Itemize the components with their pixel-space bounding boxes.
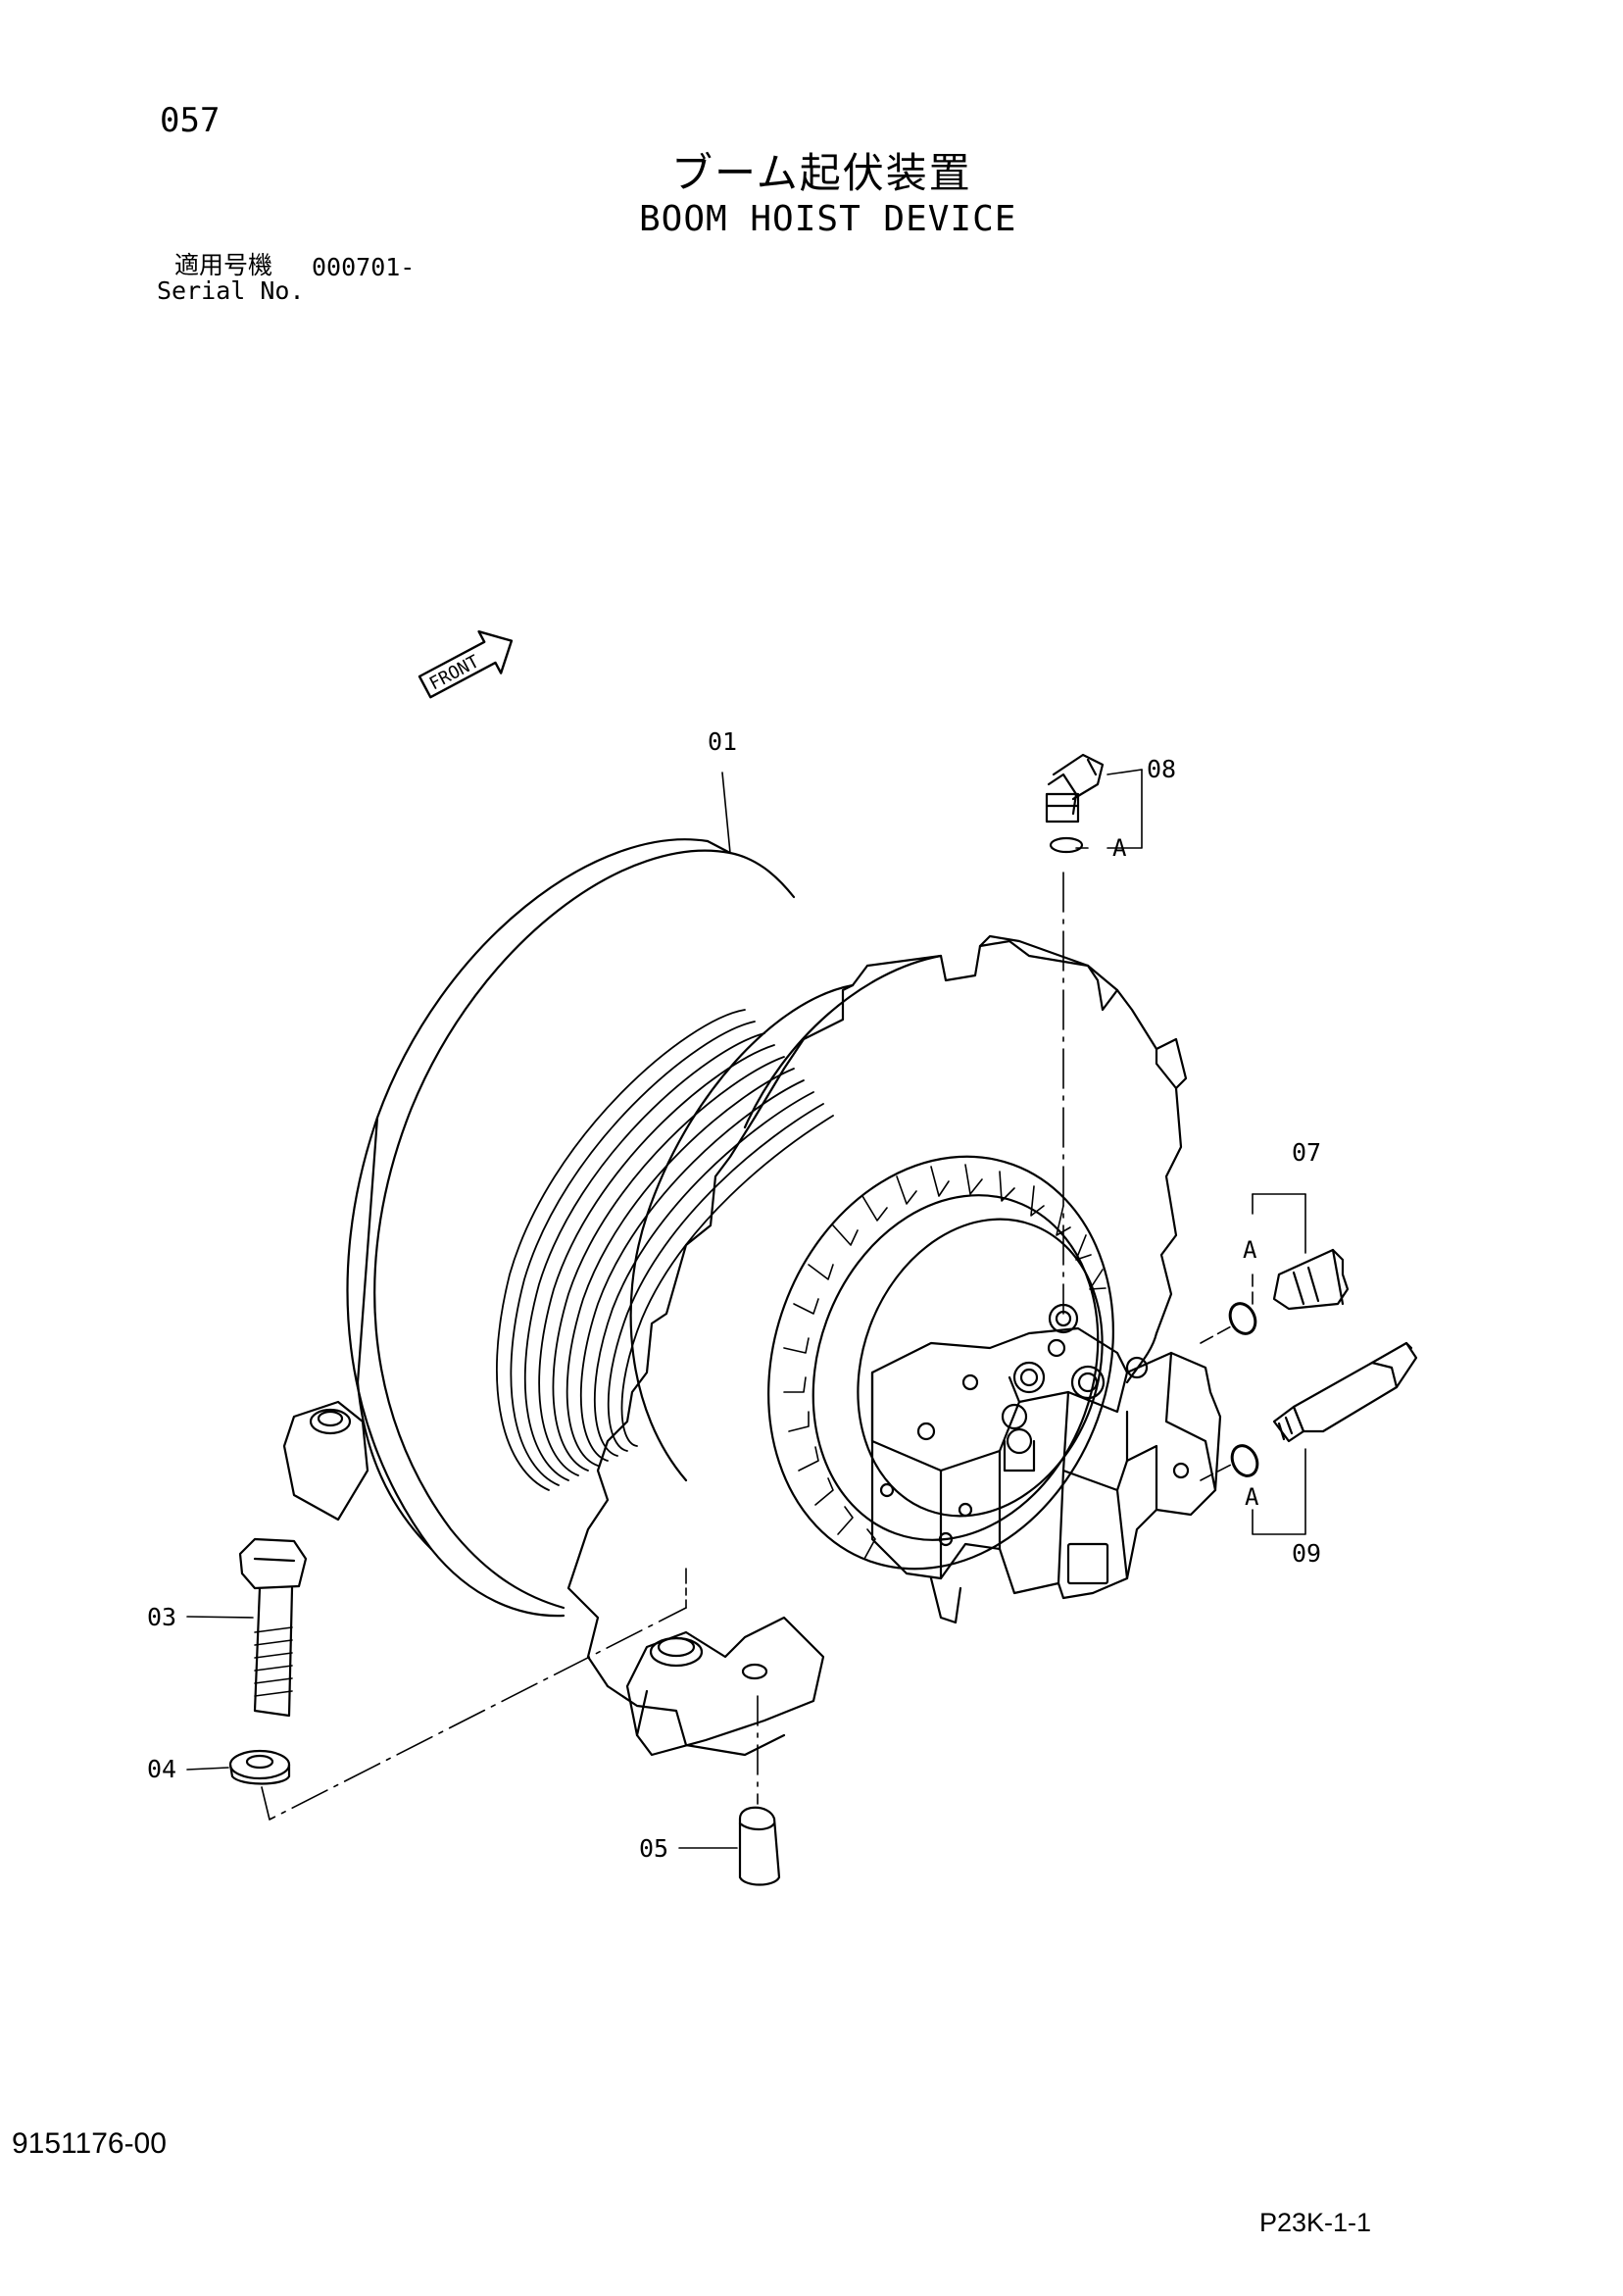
detail-marker-a: A <box>1243 1236 1257 1264</box>
elbow-fitting-part-08 <box>1045 753 1105 854</box>
drum-grooves <box>496 1009 834 1491</box>
fitting-part-07 <box>1228 1248 1350 1335</box>
pin-part-05 <box>738 1806 781 1886</box>
reduction-gear-ring <box>767 1155 1114 1571</box>
fitting-part-09 <box>1230 1341 1418 1477</box>
page-number: 057 <box>160 101 221 140</box>
callout-09: 09 <box>1292 1539 1322 1568</box>
detail-marker-a: A <box>1245 1483 1259 1511</box>
page-title: BOOM HOIST DEVICE <box>639 199 1017 239</box>
callout-04: 04 <box>147 1755 177 1783</box>
sheet-reference: P23K-1-1 <box>1259 2208 1372 2237</box>
callout-05: 05 <box>639 1834 669 1863</box>
serial-value: 000701- <box>312 253 416 281</box>
washer-part-04 <box>228 1749 291 1785</box>
callout-08: 08 <box>1147 755 1177 783</box>
hydraulic-motor-block <box>870 1303 1222 1624</box>
serial-label: Serial No. <box>157 276 305 305</box>
drum-flange <box>346 838 796 1618</box>
gear-housing <box>566 934 1188 1757</box>
front-arrow-icon: FRONT <box>418 629 514 699</box>
detail-marker-a: A <box>1112 834 1127 862</box>
rear-bracket <box>282 1400 369 1522</box>
bolt-part-03 <box>238 1537 308 1718</box>
detail-markers: A A A <box>1112 834 1259 1511</box>
document-number: 9151176-00 <box>12 2127 167 2160</box>
callout-07: 07 <box>1292 1138 1322 1167</box>
mounting-bracket <box>625 1616 825 1757</box>
callout-03: 03 <box>147 1603 177 1631</box>
leader-lines <box>186 769 1306 1849</box>
serial-label-japanese: 適用号機 <box>174 251 273 279</box>
callout-01: 01 <box>708 727 738 756</box>
page-title-japanese: ブーム起伏装置 <box>671 149 972 197</box>
